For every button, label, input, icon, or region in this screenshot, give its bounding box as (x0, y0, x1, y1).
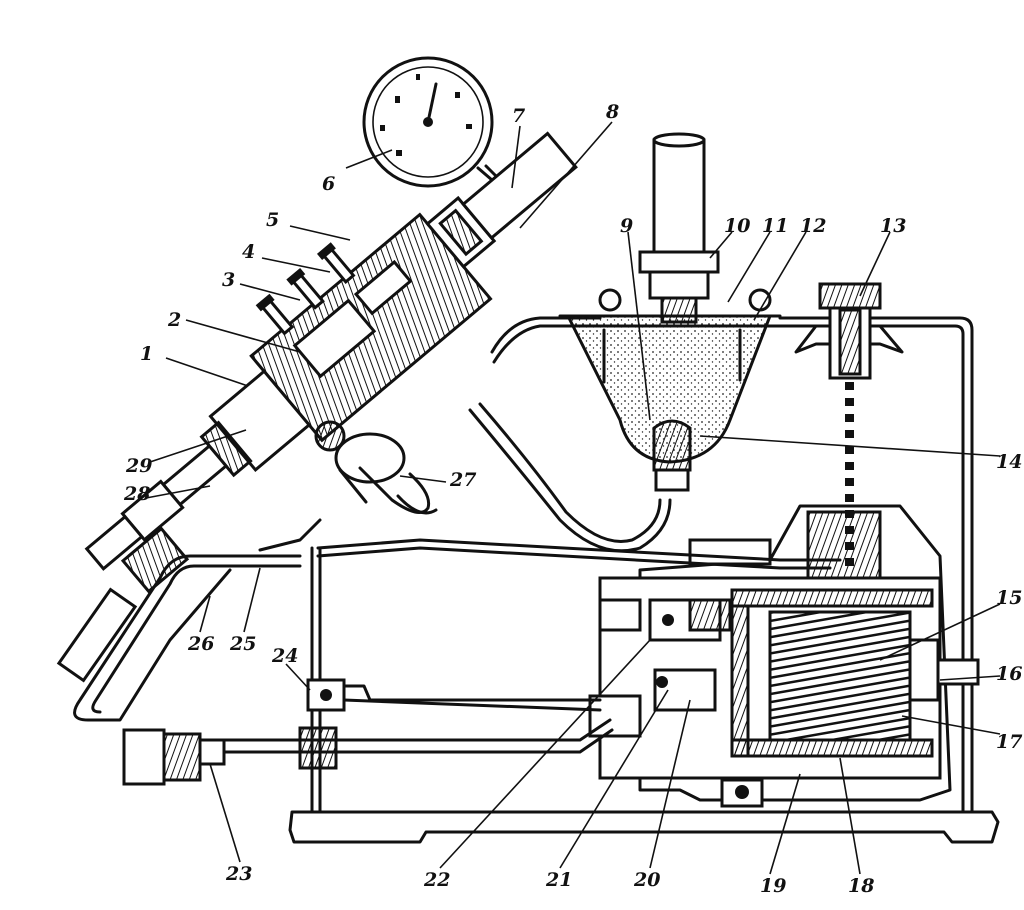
callout-20: 20 (633, 869, 660, 891)
adjusting-knob (314, 420, 431, 514)
callout-19: 19 (760, 875, 786, 897)
thermometer-sleeve (638, 132, 720, 324)
callout-16: 16 (996, 663, 1022, 685)
callout-5: 5 (266, 209, 279, 231)
callout-6: 6 (322, 173, 335, 195)
callout-28: 28 (123, 483, 150, 505)
callout-10: 10 (724, 215, 750, 237)
callout-7: 7 (512, 105, 525, 127)
callout-11: 11 (762, 215, 788, 237)
callout-2: 2 (167, 309, 181, 331)
callout-9: 9 (620, 215, 633, 237)
u-tube (56, 526, 302, 722)
valve-body (84, 131, 578, 571)
callout-14: 14 (996, 451, 1022, 473)
callout-13: 13 (880, 215, 906, 237)
callout-26: 26 (187, 633, 214, 655)
callout-24: 24 (271, 645, 298, 667)
electrical-connector (122, 728, 226, 786)
callout-labels: 1 2 3 4 5 6 7 8 9 10 11 12 13 14 15 16 1… (123, 101, 1022, 897)
callout-29: 29 (125, 455, 152, 477)
funnel-vessel (558, 288, 782, 492)
leader-lines (145, 121, 1001, 875)
wiring (218, 538, 842, 770)
callout-27: 27 (449, 469, 476, 491)
callout-4: 4 (242, 241, 255, 263)
callout-21: 21 (545, 869, 572, 891)
callout-22: 22 (423, 869, 450, 891)
callout-15: 15 (996, 587, 1022, 609)
callout-1: 1 (140, 343, 153, 365)
callout-12: 12 (800, 215, 826, 237)
callout-23: 23 (225, 863, 252, 885)
callout-3: 3 (222, 269, 235, 291)
pressure-gauge (362, 56, 500, 198)
connecting-tube (468, 316, 672, 553)
callout-17: 17 (996, 731, 1022, 753)
relay-housing (588, 504, 980, 808)
callout-18: 18 (848, 875, 874, 897)
heater-coil (258, 494, 438, 552)
callout-25: 25 (229, 633, 256, 655)
callout-8: 8 (605, 101, 619, 123)
